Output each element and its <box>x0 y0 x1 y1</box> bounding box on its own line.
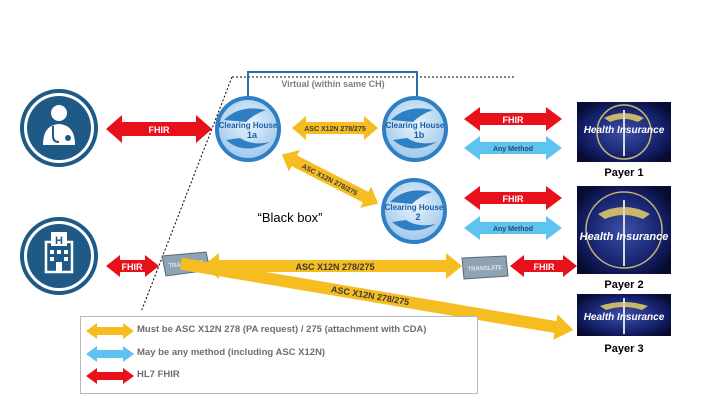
payer2-fhir-label: FHIR <box>534 262 555 272</box>
payer-2-image: Health Insurance <box>577 186 671 274</box>
payer-3-label: Payer 3 <box>604 343 643 355</box>
provider-fhir-arrow: FHIR <box>106 115 212 143</box>
clearing-house-1b[interactable]: Clearing House 1b <box>382 96 448 162</box>
health-insurance-seal-icon: Health Insurance <box>584 298 665 334</box>
red-arrow-icon <box>86 368 134 384</box>
clearing-house-swoosh-icon <box>224 108 266 122</box>
clearing-house-1a[interactable]: Clearing House 1a <box>215 96 281 162</box>
clearing-house-2[interactable]: Clearing House 2 <box>381 178 447 244</box>
yellow-arrow-icon <box>86 323 134 339</box>
clearing-house-swoosh-icon <box>390 190 432 204</box>
black-box-outline <box>140 76 514 313</box>
ch1a-ch1b-label: ASC X12N 278/275 <box>304 126 366 133</box>
ch2-payer2-fhir-label: FHIR <box>503 194 524 204</box>
ch1b-payer1-any-arrow: Any Method <box>464 136 562 160</box>
blue-arrow-icon <box>86 346 134 362</box>
health-insurance-seal-icon: Health Insurance <box>580 191 669 269</box>
ch2-payer2-any-arrow: Any Method <box>464 216 562 240</box>
legend-yellow-text: Must be ASC X12N 278 (PA request) / 275 … <box>137 324 427 335</box>
clearing-house-swoosh-icon <box>391 108 433 122</box>
translate-payer3-label: ASC X12N 278/275 <box>330 284 410 307</box>
provider-fhir-label: FHIR <box>149 125 170 135</box>
translate-payer2-arrow: ASC X12N 278/275 <box>203 253 462 279</box>
ch2-payer2-any-label: Any Method <box>493 226 533 233</box>
translate-right-label: TRANSLATE <box>467 265 502 273</box>
payer-1-image-text: Health Insurance <box>584 125 665 136</box>
payer-2-image-text: Health Insurance <box>580 231 669 243</box>
hospital-node[interactable]: H <box>20 217 98 295</box>
legend: Must be ASC X12N 278 (PA request) / 275 … <box>80 316 478 394</box>
ch1b-payer1-fhir-label: FHIR <box>503 115 524 125</box>
ch1a-ch2-label: ASC X12N 278/275 <box>300 163 358 197</box>
virtual-bracket <box>247 71 418 97</box>
clearing-house-1b-label: Clearing House <box>386 121 445 130</box>
legend-row-yellow: Must be ASC X12N 278 (PA request) / 275 … <box>81 322 477 340</box>
translate-sign-right: TRANSLATE <box>461 255 509 280</box>
provider-node[interactable] <box>20 89 98 167</box>
payer-1-image: Health Insurance <box>577 102 671 162</box>
legend-row-blue: May be any method (including ASC X12N) <box>81 345 477 363</box>
svg-text:H: H <box>55 235 63 247</box>
payer-2-label: Payer 2 <box>604 279 643 291</box>
ch1a-ch2-arrow: ASC X12N 278/275 <box>281 150 379 208</box>
hospital-fhir-label: FHIR <box>122 262 143 272</box>
translate-payer2-label: ASC X12N 278/275 <box>295 262 374 272</box>
legend-red-text: HL7 FHIR <box>137 369 180 380</box>
ch2-payer2-fhir-arrow: FHIR <box>464 186 562 210</box>
clearing-house-1b-sub: 1b <box>414 130 425 140</box>
clearing-house-2-label: Clearing House <box>385 203 444 212</box>
clearing-house-2-sub: 2 <box>415 212 420 222</box>
ch1b-payer1-any-label: Any Method <box>493 146 533 153</box>
translate-sign-icon: TRANSLATE <box>461 255 509 280</box>
ch1b-payer1-fhir-arrow: FHIR <box>464 107 562 131</box>
payer2-fhir-arrow: FHIR <box>510 255 577 277</box>
doctor-stethoscope-icon <box>43 105 75 145</box>
payer-1-label: Payer 1 <box>604 167 643 179</box>
virtual-label: Virtual (within same CH) <box>281 79 384 89</box>
health-insurance-seal-icon: Health Insurance <box>584 104 665 160</box>
clearing-house-1a-label: Clearing House <box>219 121 278 130</box>
ch1a-ch1b-arrow: ASC X12N 278/275 <box>292 116 378 140</box>
hospital-fhir-arrow: FHIR <box>106 255 159 277</box>
legend-blue-text: May be any method (including ASC X12N) <box>137 347 326 358</box>
clearing-house-1a-sub: 1a <box>247 130 258 140</box>
legend-row-red: HL7 FHIR <box>81 367 477 385</box>
black-box-label: “Black box” <box>257 210 322 225</box>
payer-3-image-text: Health Insurance <box>584 312 665 323</box>
hospital-building-icon: H <box>44 232 74 274</box>
payer-3-image: Health Insurance <box>577 294 671 336</box>
